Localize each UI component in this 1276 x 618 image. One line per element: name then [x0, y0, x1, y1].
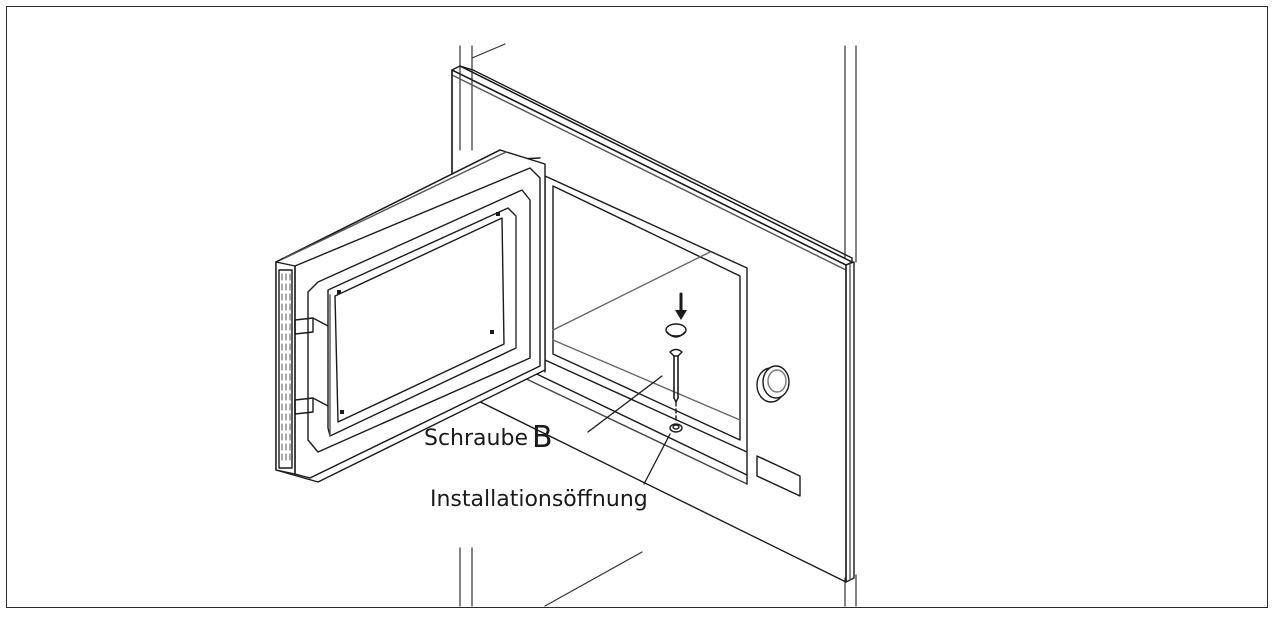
- screw-b: [669, 348, 683, 421]
- screw-label-letter: B: [531, 420, 553, 455]
- cover-cap: [665, 323, 687, 338]
- screw-label-prefix: Schraube: [424, 426, 528, 451]
- installation-hole-label: Installationsöffnung: [430, 487, 648, 512]
- installation-hole: [669, 423, 683, 433]
- cabinet: [459, 43, 857, 607]
- leader-lines: [587, 375, 671, 485]
- diagram-frame: [6, 6, 1268, 608]
- down-arrow-icon: [675, 292, 687, 320]
- control-knob: [756, 365, 790, 403]
- display-window: [756, 455, 801, 497]
- open-door: [275, 149, 546, 483]
